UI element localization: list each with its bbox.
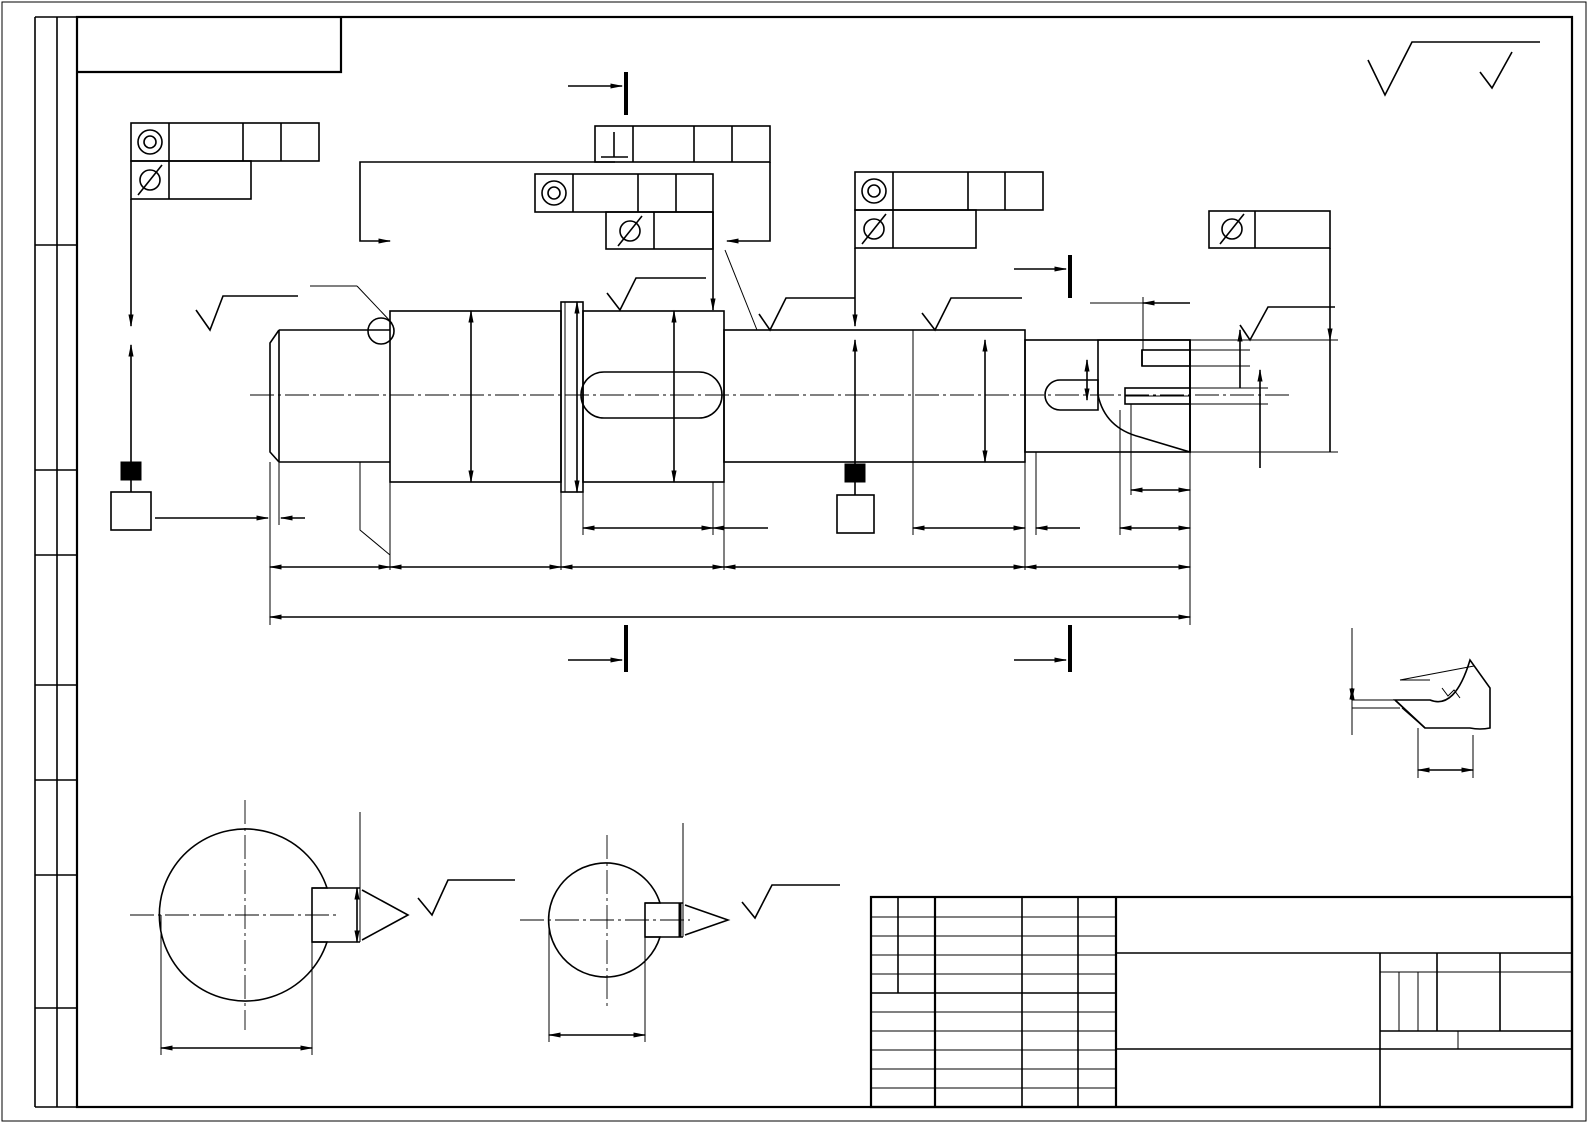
section-mark-top-2 bbox=[1014, 255, 1072, 298]
local-section-hatch bbox=[1097, 339, 1191, 454]
detail-callout-circle bbox=[367, 317, 395, 345]
tolerance-frame-4 bbox=[852, 171, 1044, 328]
section-mark-bottom-2 bbox=[1014, 625, 1072, 672]
cross-section-1 bbox=[130, 800, 515, 1055]
concentricity-icon bbox=[541, 180, 567, 206]
roughness-mark-2 bbox=[606, 277, 706, 312]
general-roughness-symbol bbox=[1367, 41, 1540, 97]
shaft-main-view bbox=[250, 285, 1290, 493]
concentricity-icon bbox=[137, 129, 163, 155]
groove-detail-view bbox=[1349, 628, 1491, 778]
roughness-mark-5 bbox=[1239, 306, 1335, 342]
length-dimensions bbox=[155, 297, 1192, 625]
keyway-slot bbox=[580, 371, 723, 419]
runout-icon bbox=[861, 213, 887, 245]
roughness-mark-4 bbox=[921, 297, 1022, 332]
datum-marker-2 bbox=[836, 338, 875, 534]
tolerance-frame-2 bbox=[359, 125, 771, 244]
section-mark-bottom-1 bbox=[568, 625, 628, 672]
tolerance-frame-5 bbox=[1208, 210, 1333, 342]
diameter-dimensions bbox=[468, 300, 1338, 494]
runout-icon bbox=[137, 164, 163, 196]
tolerance-frame-3 bbox=[534, 173, 716, 312]
runout-icon bbox=[1219, 213, 1245, 245]
perpendicularity-icon bbox=[601, 132, 628, 158]
runout-icon bbox=[617, 215, 643, 247]
title-block bbox=[869, 895, 1574, 1109]
section-mark-top-1 bbox=[568, 72, 628, 115]
concentricity-icon bbox=[861, 178, 887, 204]
tolerance-frame-1 bbox=[128, 122, 320, 328]
cross-section-2 bbox=[520, 823, 840, 1042]
designation-box bbox=[77, 17, 343, 74]
roughness-mark-3 bbox=[758, 297, 855, 332]
datum-marker-1 bbox=[110, 343, 152, 531]
roughness-mark-1 bbox=[195, 295, 298, 332]
